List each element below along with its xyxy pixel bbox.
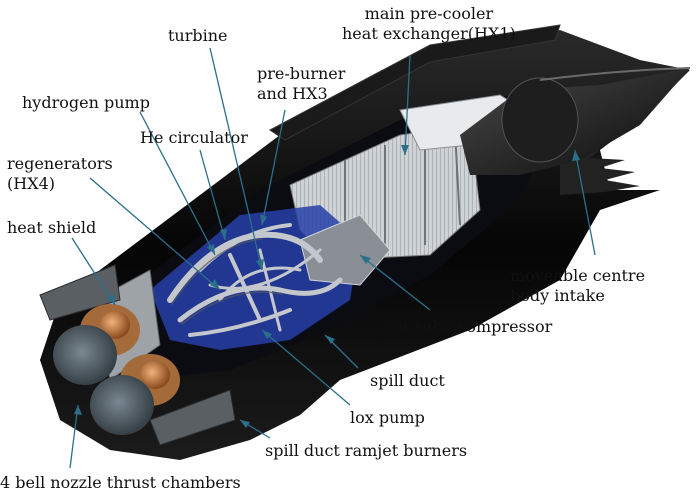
leader-arrowheads	[74, 145, 580, 428]
label-hydrogen-pump: hydrogen pump	[22, 93, 150, 112]
label-spill-duct-ramjet-burners: spill duct ramjet burners	[265, 441, 468, 460]
label-regenerators: regenerators (HX4)	[7, 154, 113, 194]
label-moveable-centre-body-line1: moveable centre	[510, 266, 646, 285]
label-preburner-line1: pre-burner	[257, 64, 346, 83]
leader-preburner	[261, 109, 286, 226]
pipe-shadows	[171, 238, 283, 325]
centre-body-cone	[460, 67, 691, 175]
label-preburner: pre-burner and HX3	[257, 64, 345, 104]
leader-hydrogen-pump	[139, 111, 216, 256]
ramjet-burner-upper	[39, 264, 121, 321]
label-turbine: turbine	[168, 26, 228, 45]
label-main-precooler-line2: heat exchanger(HX1)	[342, 24, 516, 43]
leader-main-precooler	[404, 54, 411, 156]
label-lox-pump: lox pump	[350, 408, 425, 427]
leader-moveable-centre-body	[574, 149, 596, 256]
label-regenerators-line2: (HX4)	[7, 174, 56, 193]
leader-he-circulator	[199, 149, 226, 241]
nacelle-upper-lip	[269, 24, 561, 141]
label-regenerators-line1: regenerators	[7, 154, 113, 173]
nacelle-serrated-edge	[560, 150, 640, 195]
label-spill-duct: spill duct	[370, 371, 445, 390]
leader-air-turbo-compressor	[359, 254, 431, 311]
label-main-precooler: main pre-cooler heat exchanger(HX1)	[342, 4, 516, 44]
label-he-circulator: He circulator	[140, 128, 248, 147]
plumbing-pipes	[167, 223, 343, 337]
leader-heat-shield	[71, 237, 116, 306]
ramjet-burner-lower	[149, 389, 236, 446]
label-main-precooler-line1: main pre-cooler	[364, 4, 494, 23]
leader-regenerators	[89, 177, 221, 291]
leader-bell-nozzles	[69, 404, 79, 469]
bell-nozzles	[53, 304, 180, 435]
label-air-turbo-compressor: air tubo-compressor	[388, 317, 553, 336]
leader-turbine	[209, 47, 263, 271]
label-heat-shield: heat shield	[7, 218, 97, 237]
label-moveable-centre-body: moveable centre body intake	[510, 266, 645, 306]
label-bell-nozzles: 4 bell nozzle thrust chambers	[0, 473, 241, 492]
leader-lox-pump	[261, 329, 351, 406]
label-moveable-centre-body-line2: body intake	[510, 286, 605, 305]
label-preburner-line2: and HX3	[257, 84, 328, 103]
